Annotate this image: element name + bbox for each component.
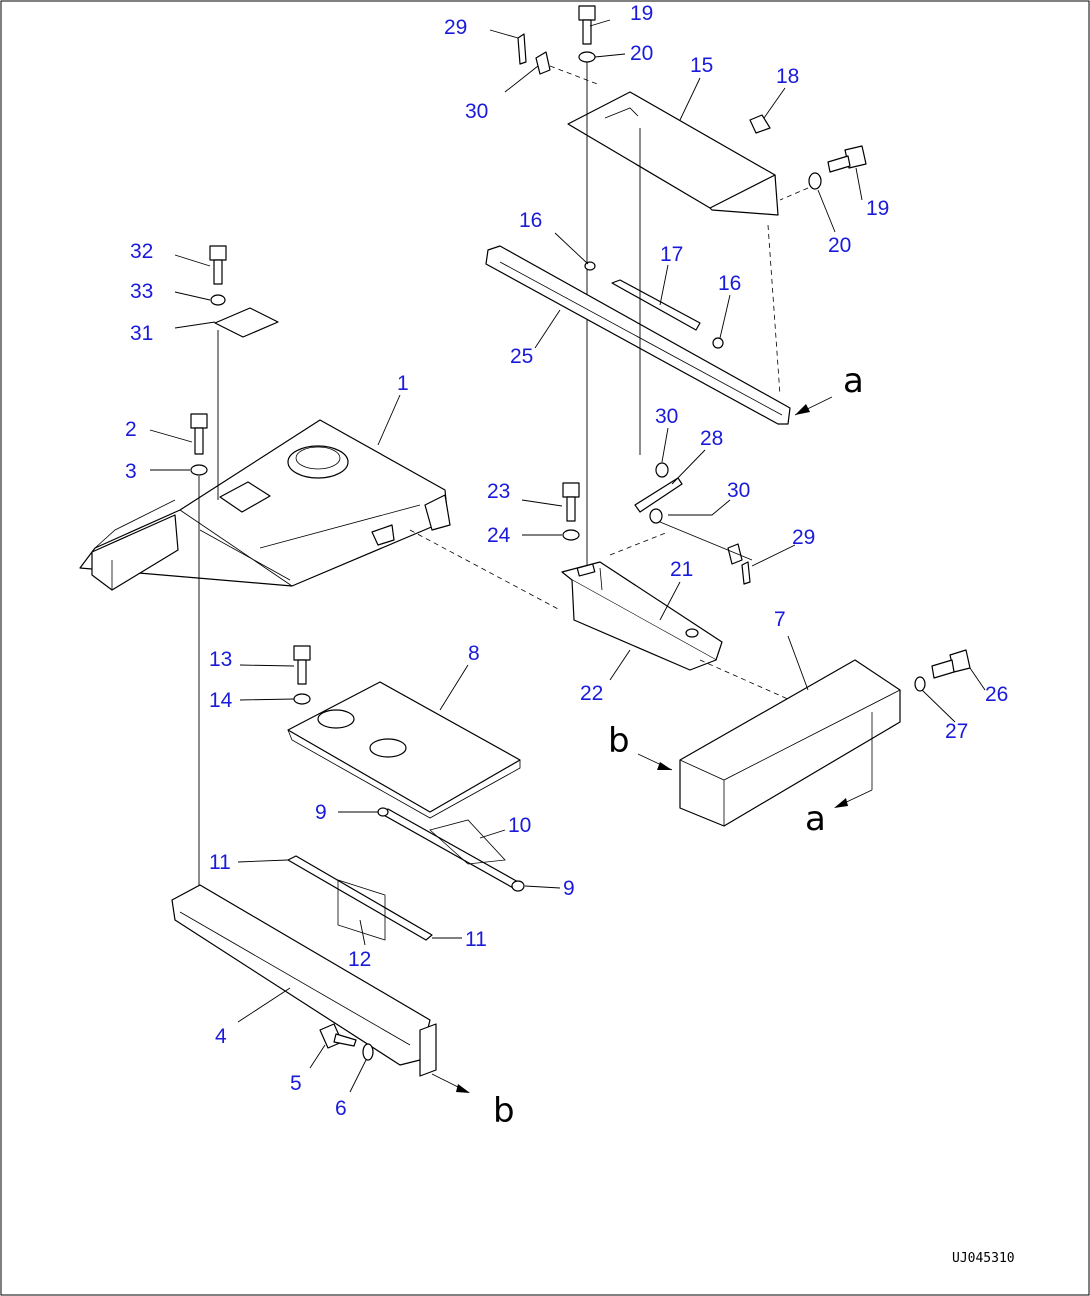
ref-letter-b-left: b	[608, 721, 630, 761]
part-26-bolt	[914, 649, 971, 692]
callout-19: 19	[630, 2, 653, 25]
part-19-bolt-right	[779, 145, 867, 201]
part-11-strip	[287, 855, 433, 941]
part-10-seal-strip	[379, 808, 521, 890]
callout-16: 16	[519, 209, 542, 232]
part-17-strip	[611, 279, 701, 331]
part-6-washer	[362, 1043, 374, 1061]
callout-24: 24	[487, 524, 511, 547]
part-3-washer	[190, 464, 208, 476]
callout-30: 30	[655, 405, 678, 428]
callout-32: 32	[130, 240, 153, 263]
part-24-washer	[562, 529, 580, 541]
part-23-bolt	[562, 482, 580, 541]
part-12-seal	[337, 879, 386, 941]
callout-8: 8	[468, 642, 480, 665]
part-5-bolt	[319, 1023, 374, 1061]
part-32-bolt	[209, 245, 227, 306]
drawing-code: UJ045310	[952, 1251, 1015, 1266]
part-8-plate	[287, 681, 521, 819]
callout-9: 9	[563, 877, 575, 900]
callout-21: 21	[670, 558, 693, 581]
part-2-bolt	[190, 413, 208, 890]
callout-12: 12	[348, 948, 371, 971]
part-29-pin-right	[741, 561, 751, 585]
part-21-mount-bracket	[561, 561, 723, 671]
callout-16: 16	[718, 272, 741, 295]
callout-20: 20	[630, 42, 653, 65]
callout-1: 1	[397, 372, 409, 395]
callout-23: 23	[487, 480, 510, 503]
callout-17: 17	[660, 243, 683, 266]
part-29-pin-top	[517, 33, 527, 65]
ref-letter-b-bottom: b	[493, 1091, 515, 1131]
part-30-clip-low	[649, 508, 663, 524]
part-9-nut-b	[511, 880, 525, 892]
callout-6: 6	[335, 1097, 347, 1120]
callout-30: 30	[465, 100, 488, 123]
callout-22: 22	[580, 682, 603, 705]
callout-30: 30	[727, 479, 750, 502]
part-20-washer-top	[578, 51, 596, 63]
callout-5: 5	[290, 1072, 302, 1095]
part-13-bolt	[293, 645, 311, 705]
part-30-clip-mid	[655, 462, 669, 478]
callout-27: 27	[945, 720, 968, 743]
part-7-side-cover-box	[679, 659, 901, 827]
callout-14: 14	[209, 689, 233, 712]
part-28-pin	[634, 477, 683, 513]
part-14-washer	[293, 693, 311, 705]
part-4-lower-cover	[171, 884, 437, 1077]
part-20-washer-right	[808, 172, 822, 190]
callout-33: 33	[130, 280, 153, 303]
callout-labels: 29 19 20 30 15 18 19 20 16 17 16 25 32 3…	[125, 2, 1008, 1120]
callout-10: 10	[508, 814, 531, 837]
ref-letter-a-upper: a	[843, 361, 864, 401]
callout-3: 3	[125, 460, 137, 483]
callout-18: 18	[776, 65, 799, 88]
callout-13: 13	[209, 648, 232, 671]
part-27-washer	[914, 676, 926, 692]
callout-2: 2	[125, 418, 137, 441]
callout-11: 11	[209, 851, 231, 874]
part-33-washer	[210, 294, 226, 306]
part-1-floor-frame	[79, 419, 451, 591]
callout-11: 11	[465, 928, 487, 951]
callout-20: 20	[828, 234, 851, 257]
part-31-cover-plate	[214, 307, 279, 500]
part-30-clip-top	[535, 51, 551, 75]
callout-19: 19	[866, 197, 889, 220]
ref-letter-a-lower: a	[805, 799, 826, 839]
callout-29: 29	[792, 526, 815, 549]
callout-31: 31	[130, 322, 153, 345]
part-19-bolt-top	[578, 5, 596, 565]
callout-26: 26	[985, 683, 1008, 706]
part-9-nut-a	[377, 807, 389, 817]
reference-letters: a b a b	[493, 361, 864, 1131]
callout-28: 28	[700, 427, 723, 450]
callout-7: 7	[774, 608, 786, 631]
part-15-top-cover	[567, 91, 779, 216]
callout-29: 29	[444, 16, 467, 39]
callout-4: 4	[215, 1025, 227, 1048]
callout-9: 9	[315, 801, 327, 824]
callout-25: 25	[510, 345, 533, 368]
callout-15: 15	[690, 54, 713, 77]
leader-lines	[149, 19, 986, 1093]
part-18-clip	[749, 114, 771, 134]
part-16-nut-b	[712, 337, 724, 349]
part-25-long-bracket	[485, 245, 791, 425]
